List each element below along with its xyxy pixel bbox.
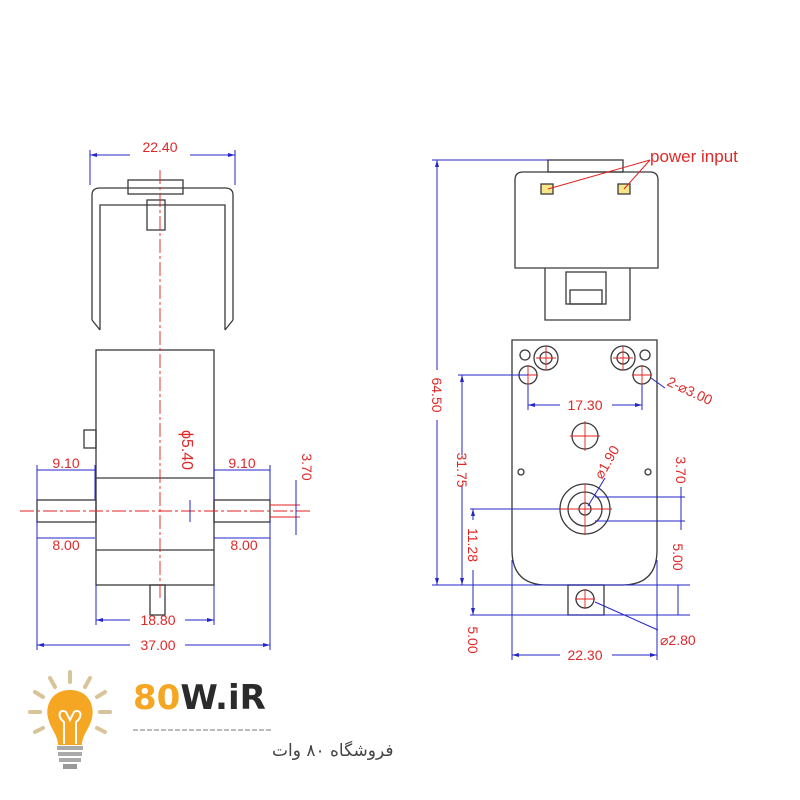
dim-hole-to-bottom: 31.75 — [454, 452, 470, 487]
dim-tab-hole: ⌀2.80 — [660, 632, 696, 648]
logo-tagline: فروشگاه ۸۰ وات — [272, 740, 393, 761]
lightbulb-icon — [28, 670, 112, 769]
logo-brand: 80W.iR — [133, 678, 266, 718]
dim-total-height: 64.50 — [429, 377, 445, 412]
dim-shaft-flat-height: 3.70 — [299, 453, 315, 480]
front-view — [432, 159, 690, 660]
power-input-label: power input — [650, 147, 738, 166]
dim-shaft-hole: ⌀1.90 — [591, 442, 623, 481]
dim-body-width-front: 22.30 — [567, 647, 602, 663]
dim-shaft-to-tab: 11.28 — [465, 528, 481, 562]
dim-tab-height-right: 5.00 — [670, 543, 686, 570]
dim-width-top: 22.40 — [142, 139, 177, 155]
dim-shaft-left-flat: 8.00 — [52, 537, 79, 553]
logo: 80W.iR فروشگاه ۸۰ وات — [28, 670, 393, 769]
dim-hole-spacing: 17.30 — [567, 397, 602, 413]
dim-shaft-diameter: ϕ5.40 — [178, 430, 195, 470]
dim-body-width: 18.80 — [140, 612, 175, 628]
dim-shaft-right-len: 9.10 — [228, 455, 255, 471]
dim-shaft-left-len: 9.10 — [52, 455, 79, 471]
side-view — [20, 150, 310, 650]
dim-total-width: 37.00 — [140, 637, 175, 653]
dim-shaft-right-flat: 8.00 — [230, 537, 257, 553]
dim-tab-height-left: 5.00 — [465, 626, 481, 653]
dim-holes: 2-⌀3.00 — [665, 373, 716, 408]
dim-shaft-flat: 3.70 — [673, 456, 689, 483]
